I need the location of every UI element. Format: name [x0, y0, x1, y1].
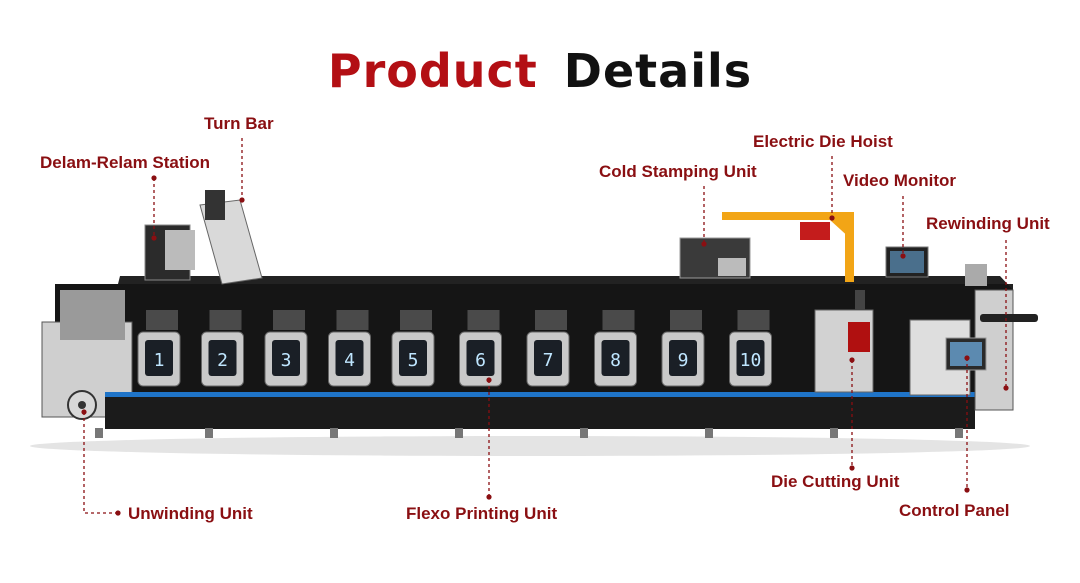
print-unit-display	[736, 340, 765, 376]
turn-bar	[199, 199, 263, 285]
print-unit-display	[669, 340, 697, 376]
print-unit-mechanism	[670, 310, 702, 330]
print-unit-display	[208, 340, 237, 376]
print-unit-display	[399, 340, 427, 376]
base-feet	[95, 428, 963, 438]
rewind-top	[965, 264, 987, 286]
print-unit-number: 5	[408, 350, 419, 371]
print-unit-number: 6	[475, 350, 486, 371]
label-cold-stamping-unit: Cold Stamping Unit	[599, 162, 757, 181]
print-unit-mechanism	[209, 310, 242, 330]
die-cutting-badge	[848, 322, 870, 352]
print-unit-display	[335, 340, 364, 376]
print-unit-number: 9	[678, 350, 689, 371]
label-video-monitor: Video Monitor	[843, 171, 957, 190]
cold-stamping-panel	[718, 258, 746, 276]
print-unit-mechanism	[400, 310, 432, 330]
print-unit-number: 1	[154, 350, 165, 371]
label-delam-relam-station: Delam-Relam Station	[40, 153, 211, 172]
label-die-cutting-unit: Die Cutting Unit	[771, 472, 900, 491]
flexo-printing-units: 1 2 3 4 5 6 7 8 9 10	[137, 310, 772, 387]
print-unit-number: 3	[281, 350, 292, 371]
print-unit-display	[534, 340, 562, 376]
title-word-details: Details	[563, 44, 753, 98]
print-unit-mechanism	[602, 310, 635, 330]
label-unwinding-unit: Unwinding Unit	[128, 504, 253, 523]
control-panel-screen	[950, 342, 982, 366]
label-flexo-printing-unit: Flexo Printing Unit	[406, 504, 558, 523]
title-word-product: Product	[327, 44, 538, 98]
label-control-panel: Control Panel	[899, 501, 1010, 520]
print-unit-mechanism	[737, 310, 770, 330]
frame-top	[118, 276, 1013, 290]
print-unit-mechanism	[146, 310, 178, 330]
hoist-motor	[800, 222, 830, 240]
print-unit-number: 2	[217, 350, 228, 371]
label-electric-die-hoist: Electric Die Hoist	[753, 132, 893, 151]
print-unit-display	[272, 340, 300, 376]
unwind-top	[60, 290, 125, 340]
rewind-shaft	[980, 314, 1038, 322]
turn-bar-head	[205, 190, 225, 220]
print-unit-number: 8	[610, 350, 621, 371]
print-unit-number: 4	[344, 350, 355, 371]
hoist-post	[845, 212, 854, 282]
unwind-roll-core	[78, 401, 86, 409]
print-unit-mechanism	[273, 310, 305, 330]
hoist-boom	[722, 212, 854, 220]
delam-relam-plate	[165, 230, 195, 270]
print-unit-display	[466, 340, 495, 376]
print-unit-display	[601, 340, 630, 376]
hoist-brace	[830, 220, 852, 240]
web-line	[105, 392, 975, 397]
print-unit-display	[145, 340, 173, 376]
print-unit-number: 10	[740, 350, 762, 371]
print-unit-mechanism	[467, 310, 500, 330]
leader-lines	[83, 138, 1007, 514]
label-turn-bar: Turn Bar	[204, 114, 274, 133]
die-cutting-column	[855, 290, 865, 310]
label-rewinding-unit: Rewinding Unit	[926, 214, 1050, 233]
video-monitor-screen	[890, 251, 924, 273]
print-unit-mechanism	[336, 310, 369, 330]
leader-dots	[81, 175, 1009, 516]
page-title: Product Details	[0, 44, 1080, 98]
lower-base	[105, 397, 975, 429]
print-unit-mechanism	[535, 310, 567, 330]
print-unit-number: 7	[543, 350, 554, 371]
floor-shadow	[30, 436, 1030, 456]
